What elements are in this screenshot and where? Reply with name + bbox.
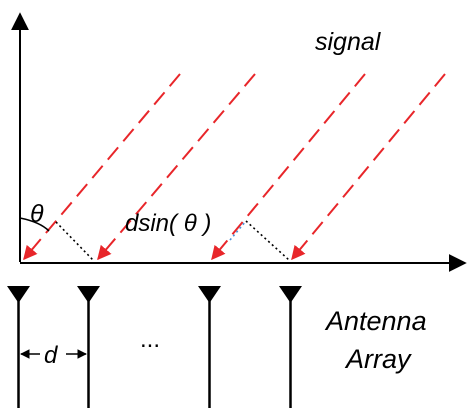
antenna-3	[198, 286, 221, 408]
path-difference-label: dsin( θ )	[125, 210, 211, 237]
signal-ray-1	[23, 73, 181, 261]
array-label-line2: Array	[344, 344, 412, 374]
signal-label: signal	[315, 28, 382, 56]
antenna-4	[279, 286, 302, 408]
signal-ray-2	[97, 73, 256, 261]
antenna-icon	[7, 286, 30, 303]
array-label-line1: Antenna	[324, 306, 427, 336]
angle-label: θ	[30, 200, 44, 228]
angle-arc	[19, 217, 50, 232]
antenna-icon	[198, 286, 221, 303]
antenna-icon	[77, 286, 100, 303]
ellipsis-label: ...	[140, 326, 160, 353]
signal-ray-3	[211, 73, 366, 261]
wavefront-guide-1	[55, 221, 94, 261]
antenna-icon	[279, 286, 302, 303]
signal-ray-4	[291, 73, 446, 261]
antenna-2	[77, 286, 100, 408]
spacing-label: d	[44, 342, 58, 369]
wavefront-guide-2	[245, 220, 290, 261]
wavefront-guide-2-highlight	[229, 220, 247, 241]
antenna-1	[7, 286, 30, 408]
